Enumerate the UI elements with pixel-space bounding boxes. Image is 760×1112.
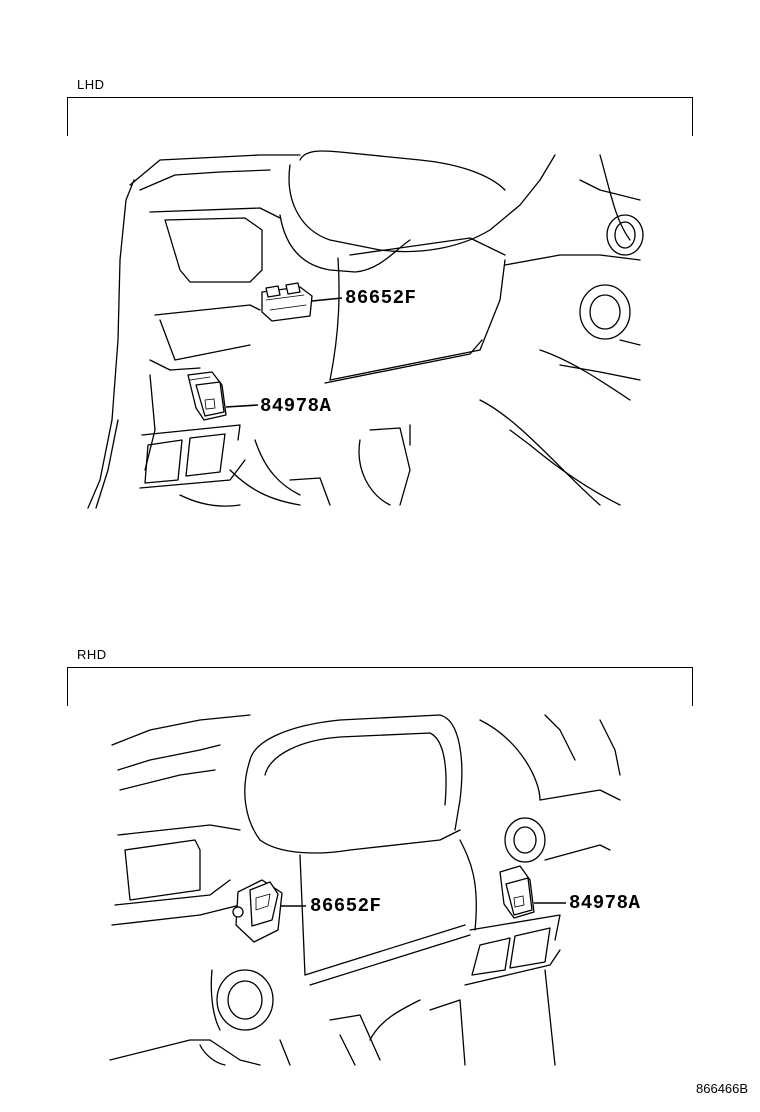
rhd-part-label-86652f: 86652F bbox=[310, 895, 382, 917]
rhd-part-label-84978a: 84978A bbox=[569, 892, 641, 914]
lhd-section-label: LHD bbox=[77, 77, 105, 92]
rhd-dashboard-drawing bbox=[109, 714, 621, 1066]
rhd-frame bbox=[67, 667, 693, 706]
lhd-part-86652f-icon bbox=[261, 282, 313, 322]
figure-id: 866466B bbox=[696, 1081, 749, 1096]
lhd-part-label-84978a: 84978A bbox=[260, 395, 332, 417]
rhd-section-label: RHD bbox=[77, 647, 107, 662]
lhd-part-label-86652f: 86652F bbox=[345, 287, 417, 309]
rhd-part-86652f-icon bbox=[232, 879, 283, 943]
rhd-part-84978a-icon bbox=[499, 865, 535, 919]
lhd-frame bbox=[67, 97, 693, 136]
lhd-part-84978a-icon bbox=[187, 371, 227, 421]
lhd-dashboard-drawing bbox=[87, 150, 644, 509]
